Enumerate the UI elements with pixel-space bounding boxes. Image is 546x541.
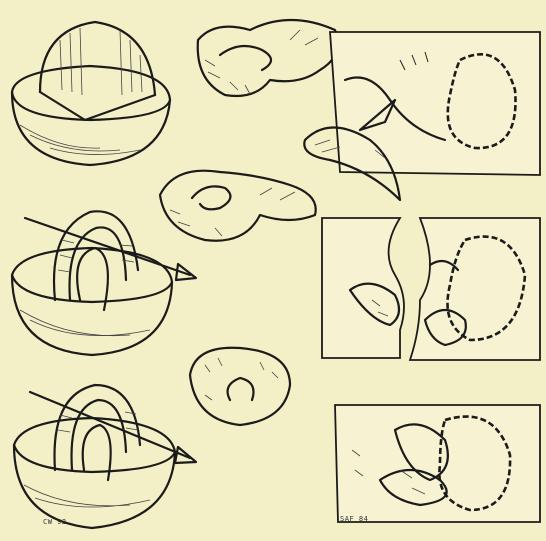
bowl-with-flap-figure [12, 22, 170, 165]
paper-sheet-left-middle-figure [322, 218, 404, 358]
twisted-band-middle-figure [160, 171, 316, 241]
signature-left: CW 92 [43, 518, 67, 526]
bowl-with-crossing-arrow-figure [14, 385, 196, 528]
paper-sheet-top-figure [304, 32, 540, 200]
signature-right: SAF 84 [340, 515, 368, 523]
paper-sheet-right-middle-figure [410, 218, 540, 360]
twisted-band-top-figure [198, 20, 338, 96]
folded-disk-figure [190, 348, 290, 425]
paper-sheet-bottom-figure [335, 405, 540, 522]
bowl-with-handle-arrow-figure [12, 211, 196, 355]
